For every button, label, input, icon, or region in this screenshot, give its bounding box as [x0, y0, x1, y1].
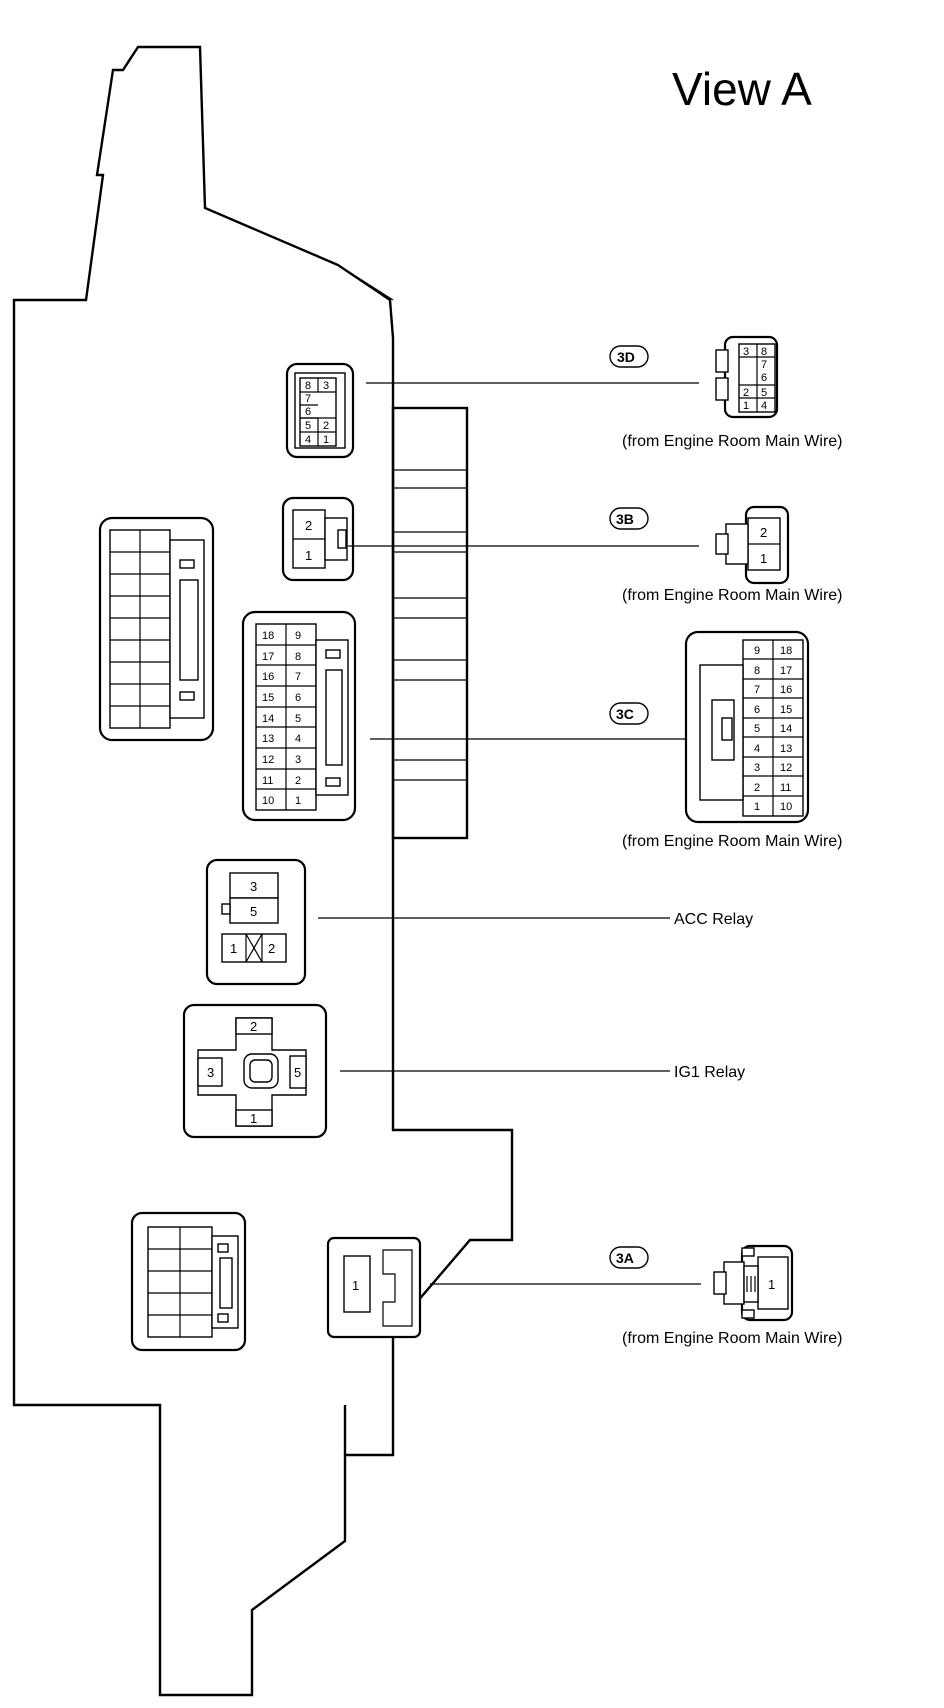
- svg-text:3: 3: [207, 1065, 214, 1080]
- tag-3b: 3B: [609, 507, 649, 530]
- side-rail: [391, 406, 469, 840]
- box-3d-pin: 2: [323, 420, 329, 432]
- svg-text:17: 17: [780, 665, 792, 677]
- svg-text:1: 1: [305, 548, 312, 563]
- view-connector-3b: 2 1: [715, 505, 790, 585]
- ig1-relay-socket: 2 3 5 1: [182, 1003, 328, 1139]
- box-3d-pin: 5: [305, 420, 311, 432]
- svg-text:8: 8: [761, 346, 767, 358]
- view-connector-3a: 1: [713, 1244, 794, 1322]
- svg-text:10: 10: [780, 801, 792, 813]
- svg-text:14: 14: [262, 713, 274, 725]
- svg-text:7: 7: [754, 684, 760, 696]
- svg-text:15: 15: [262, 692, 274, 704]
- caption-3a: (from Engine Room Main Wire): [622, 1330, 843, 1347]
- svg-text:2: 2: [743, 387, 749, 399]
- block-rib-top: [337, 264, 394, 301]
- svg-text:6: 6: [295, 692, 301, 704]
- acc-relay-label: ACC Relay: [674, 911, 753, 928]
- svg-text:1: 1: [743, 400, 749, 412]
- svg-text:1: 1: [295, 795, 301, 807]
- svg-text:3: 3: [250, 879, 257, 894]
- tag-3a: 3A: [609, 1246, 649, 1269]
- svg-text:6: 6: [754, 704, 760, 716]
- svg-text:5: 5: [250, 904, 257, 919]
- box-connector-3d: 8 3 7 6 5 2 4 1: [285, 362, 355, 459]
- box-3d-pin: 6: [305, 406, 311, 418]
- svg-text:13: 13: [262, 733, 274, 745]
- empty-connector-lower: [130, 1211, 247, 1352]
- svg-text:2: 2: [268, 941, 275, 956]
- box-3d-pin: 3: [323, 380, 329, 392]
- tag-3d: 3D: [609, 345, 649, 368]
- svg-text:14: 14: [780, 723, 792, 735]
- box-connector-3c: 18 9 17 8 16 7 15 6 14 5 13 4 12 3 11 2 …: [241, 610, 357, 822]
- svg-text:10: 10: [262, 795, 274, 807]
- svg-text:8: 8: [295, 651, 301, 663]
- svg-text:2: 2: [760, 525, 767, 540]
- svg-text:3: 3: [743, 346, 749, 358]
- svg-text:9: 9: [295, 630, 301, 642]
- svg-text:2: 2: [250, 1019, 257, 1034]
- svg-text:3D: 3D: [617, 349, 635, 365]
- svg-text:5: 5: [295, 713, 301, 725]
- svg-text:1: 1: [230, 941, 237, 956]
- svg-text:3A: 3A: [616, 1250, 634, 1266]
- svg-text:13: 13: [780, 743, 792, 755]
- svg-text:11: 11: [780, 782, 791, 794]
- svg-text:5: 5: [294, 1065, 301, 1080]
- svg-text:16: 16: [262, 671, 274, 683]
- svg-text:9: 9: [754, 645, 760, 657]
- side-rail-ribs: [393, 469, 467, 781]
- svg-text:7: 7: [761, 359, 767, 371]
- svg-text:7: 7: [295, 671, 301, 683]
- svg-text:3: 3: [754, 762, 760, 774]
- svg-text:4: 4: [295, 733, 301, 745]
- svg-text:3: 3: [295, 754, 301, 766]
- box-3d-pin: 7: [305, 393, 311, 405]
- svg-text:6: 6: [761, 372, 767, 384]
- svg-text:16: 16: [780, 684, 792, 696]
- svg-text:18: 18: [780, 645, 792, 657]
- svg-text:15: 15: [780, 704, 792, 716]
- tag-3c: 3C: [609, 702, 649, 725]
- svg-text:1: 1: [250, 1111, 257, 1126]
- svg-text:1: 1: [768, 1277, 775, 1292]
- svg-text:8: 8: [754, 665, 760, 677]
- view-title: View A: [672, 63, 812, 115]
- svg-text:4: 4: [761, 400, 767, 412]
- box-connector-3a: 1: [326, 1236, 422, 1339]
- box-3d-pin: 1: [323, 434, 329, 446]
- svg-text:1: 1: [760, 551, 767, 566]
- svg-text:5: 5: [761, 387, 767, 399]
- empty-connector-left: [98, 516, 215, 742]
- svg-text:18: 18: [262, 630, 274, 642]
- svg-text:1: 1: [754, 801, 760, 813]
- caption-3b: (from Engine Room Main Wire): [622, 587, 843, 604]
- acc-relay-socket: 3 5 1 2: [205, 858, 307, 986]
- box-3d-pin: 4: [305, 434, 311, 446]
- view-connector-3c: 9 18 8 17 7 16 6 15 5 14 4 13 3 12 2 11 …: [684, 630, 810, 824]
- svg-text:2: 2: [754, 782, 760, 794]
- svg-text:12: 12: [780, 762, 792, 774]
- ig1-relay-label: IG1 Relay: [674, 1064, 745, 1081]
- caption-3c: (from Engine Room Main Wire): [622, 833, 843, 850]
- svg-text:11: 11: [262, 775, 273, 787]
- svg-text:5: 5: [754, 723, 760, 735]
- svg-text:12: 12: [262, 754, 274, 766]
- caption-3d: (from Engine Room Main Wire): [622, 433, 843, 450]
- svg-text:2: 2: [295, 775, 301, 787]
- box-3d-pin: 8: [305, 380, 311, 392]
- svg-text:3C: 3C: [616, 706, 634, 722]
- box-connector-3b: 2 1: [281, 496, 355, 582]
- svg-text:1: 1: [352, 1278, 359, 1293]
- view-connector-3d: 3 8 7 6 2 5 1 4: [715, 335, 779, 419]
- svg-text:17: 17: [262, 651, 274, 663]
- svg-text:3B: 3B: [616, 511, 634, 527]
- svg-text:4: 4: [754, 743, 760, 755]
- svg-text:2: 2: [305, 518, 312, 533]
